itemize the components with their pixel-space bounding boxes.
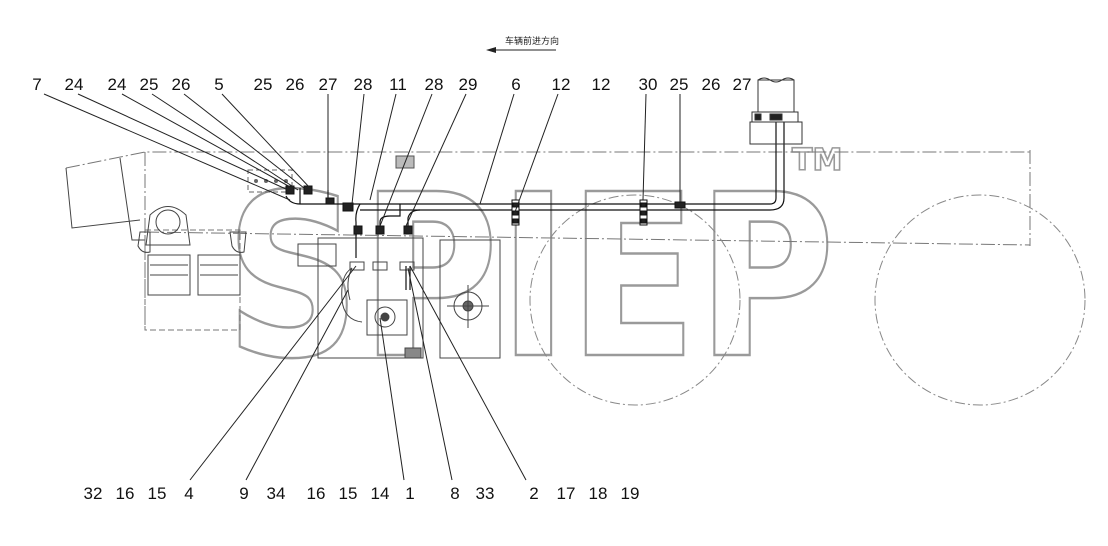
top-callout-1: 24	[65, 75, 84, 94]
lube-lines	[285, 122, 785, 290]
top-callout-15: 12	[592, 75, 611, 94]
rear-wheels	[529, 194, 1086, 406]
bottom-callout-8: 14	[371, 484, 390, 503]
bottom-callout-1: 16	[116, 484, 135, 503]
top-callout-14: 12	[552, 75, 571, 94]
top-callout-7: 26	[286, 75, 305, 94]
bottom-callout-6: 16	[307, 484, 326, 503]
top-callout-11: 28	[425, 75, 444, 94]
top-callout-9: 28	[354, 75, 373, 94]
bottom-callout-10: 8	[450, 484, 459, 503]
bottom-callout-4: 9	[239, 484, 248, 503]
top-callout-4: 26	[172, 75, 191, 94]
top-callout-0: 7	[32, 75, 41, 94]
top-callout-12: 29	[459, 75, 478, 94]
watermark-text: SPIEP	[225, 147, 835, 409]
bottom-callout-14: 18	[589, 484, 608, 503]
bottom-callout-2: 15	[148, 484, 167, 503]
front-section	[65, 157, 247, 331]
top-callout-19: 27	[733, 75, 752, 94]
direction-label: 车辆前进方向	[505, 35, 559, 46]
watermark-tm: TM	[792, 143, 842, 178]
bottom-leaders	[189, 265, 527, 481]
bottom-callout-3: 4	[184, 484, 193, 503]
bottom-callout-13: 17	[557, 484, 576, 503]
top-callout-5: 5	[214, 75, 223, 94]
bottom-callout-5: 34	[267, 484, 286, 503]
bottom-callout-9: 1	[405, 484, 414, 503]
top-callout-17: 25	[670, 75, 689, 94]
top-leaders	[43, 93, 681, 227]
bottom-callout-7: 15	[339, 484, 358, 503]
top-callout-2: 24	[108, 75, 127, 94]
direction-arrow: 车辆前进方向	[486, 35, 559, 53]
top-callout-10: 11	[389, 75, 407, 94]
top-callout-13: 6	[511, 75, 520, 94]
top-callout-3: 25	[140, 75, 159, 94]
top-callout-16: 30	[639, 75, 658, 94]
bottom-callout-11: 33	[476, 484, 495, 503]
top-callout-8: 27	[319, 75, 338, 94]
bottom-callout-12: 2	[529, 484, 538, 503]
top-callout-18: 26	[702, 75, 721, 94]
bottom-callout-15: 19	[621, 484, 640, 503]
fittings	[285, 185, 686, 235]
top-callout-6: 25	[254, 75, 273, 94]
bottom-callout-0: 32	[84, 484, 103, 503]
pump-assembly	[297, 237, 501, 359]
top-callouts: 7 24 24 25 26 5 25 26 27 28 11 28 29 6 12 12 30 25 26 27	[32, 75, 751, 94]
oil-reservoir	[749, 77, 803, 145]
